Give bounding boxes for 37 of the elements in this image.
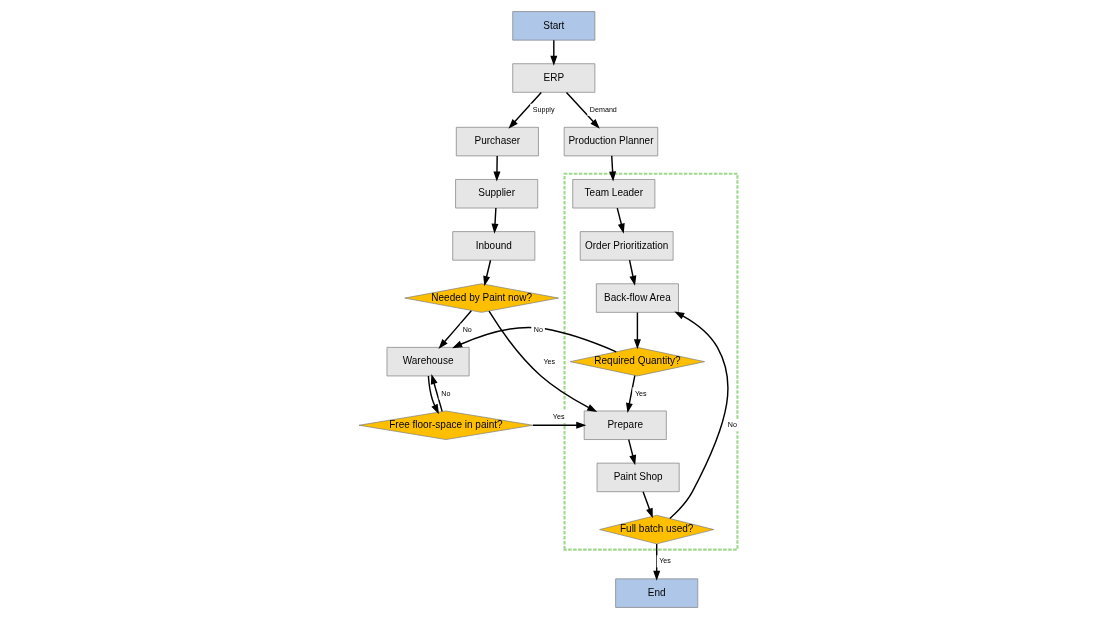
node-diamond: Required Quantity? xyxy=(569,347,705,377)
arrow xyxy=(642,491,653,519)
node-box: Team Leader xyxy=(572,179,656,209)
node-box: Warehouse xyxy=(386,347,470,377)
arrow xyxy=(550,39,558,66)
arrow xyxy=(628,259,637,286)
node-diamond: Free floor-space in paint? xyxy=(358,410,534,440)
node-box: Inbound xyxy=(452,231,536,261)
arrow xyxy=(633,311,641,350)
node-box: Paint Shop xyxy=(596,462,680,493)
node-box: Back-flow Area xyxy=(595,283,679,313)
arrow xyxy=(427,375,439,415)
node-diamond: Needed by Paint now? xyxy=(404,283,559,313)
node-box: Production Planner xyxy=(563,126,659,157)
node-diamond: Full batch used? xyxy=(599,514,715,545)
node-box: ERP xyxy=(512,63,596,93)
arrow xyxy=(628,438,637,466)
arrow xyxy=(493,155,501,182)
arrow xyxy=(653,543,661,581)
arrow xyxy=(616,207,625,234)
arrow xyxy=(452,326,617,353)
node-box: Prepare xyxy=(583,410,667,440)
arrow xyxy=(669,311,729,520)
arrow xyxy=(491,207,499,234)
arrow xyxy=(565,91,600,129)
node-box: End xyxy=(615,578,699,608)
arrow xyxy=(609,155,617,182)
node-box: Order Prioritization xyxy=(579,231,674,261)
arrow xyxy=(430,374,443,413)
node-box: Start xyxy=(512,11,596,41)
node-box: Supplier xyxy=(455,179,539,209)
arrow xyxy=(483,259,492,287)
arrow xyxy=(532,421,587,429)
node-box: Purchaser xyxy=(455,126,539,157)
arrow xyxy=(625,374,636,414)
arrow xyxy=(488,310,598,412)
arrow xyxy=(508,91,542,129)
